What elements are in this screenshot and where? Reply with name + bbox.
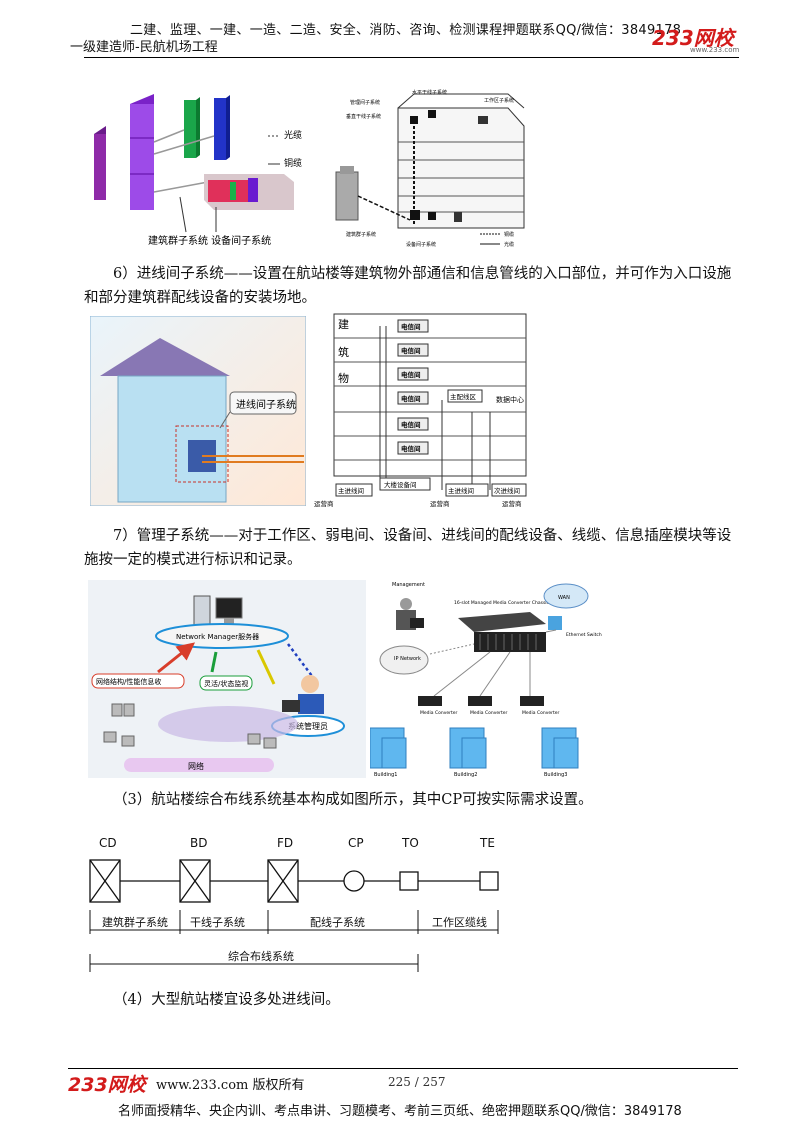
svg-text:WAN: WAN (558, 595, 570, 601)
svg-text:Ethernet Switch: Ethernet Switch (566, 632, 602, 638)
node-te: TE (479, 836, 495, 850)
svg-text:运营商: 运营商 (430, 499, 450, 508)
figure-building-cabling: 光缆 铜缆 建筑群子系统 设备间子系统 (88, 82, 320, 252)
header-logo-url: www.233.com (690, 46, 740, 54)
svg-text:建筑群子系统: 建筑群子系统 (346, 231, 376, 238)
svg-text:建: 建 (338, 317, 349, 331)
svg-text:Building2: Building2 (454, 772, 477, 778)
label-copper: 铜缆 (284, 157, 302, 169)
svg-text:筑: 筑 (338, 345, 349, 359)
svg-text:数据中心: 数据中心 (496, 395, 524, 404)
svg-text:电信间: 电信间 (401, 322, 421, 331)
svg-text:Media Converter: Media Converter (470, 710, 508, 716)
overall-system: 综合布线系统 (228, 949, 294, 963)
segment-campus: 建筑群子系统 (102, 915, 168, 929)
svg-text:水平干线子系统: 水平干线子系统 (412, 89, 447, 96)
svg-text:网络: 网络 (188, 761, 204, 771)
svg-text:运营商: 运营商 (502, 499, 522, 508)
paragraph-entrance-note: （4）大型航站楼宜设多处进线间。 (113, 992, 340, 1008)
svg-text:主配线区: 主配线区 (450, 392, 477, 401)
svg-text:Media Converter: Media Converter (420, 710, 458, 716)
figure1-caption: 建筑群子系统 设备间子系统 (148, 234, 271, 247)
outside-tower (335, 166, 359, 221)
segment-work-area: 工作区缆线 (432, 915, 487, 929)
purple-cabinet-left (94, 126, 106, 200)
node-to: TO (401, 836, 419, 850)
figure-network-management: Network Manager服务器 网络结构/性能信息收 灵活/状态监视 系统… (88, 580, 366, 778)
paragraph-management-subsystem: 7）管理子系统——对于工作区、弱电间、设备间、进线间的配线设备、线缆、信息插座模… (84, 528, 732, 568)
footer-divider (68, 1068, 738, 1069)
header-contact-line: 二建、监理、一建、一造、二造、安全、消防、咨询、检测课程押题联系QQ/微信：38… (130, 23, 682, 38)
footer-page-number: 225 / 257 (388, 1075, 446, 1089)
svg-text:电信间: 电信间 (401, 394, 421, 403)
svg-text:电信间: 电信间 (401, 346, 421, 355)
header-subtitle: 一级建造师-民航机场工程 (70, 40, 218, 55)
svg-text:Building3: Building3 (544, 772, 567, 778)
svg-text:主进线间: 主进线间 (338, 486, 364, 495)
figure-building-section: 水平干线子系统 管理间子系统 工作区子系统 垂直干线子系统 建筑群子系统 设备间… (328, 86, 534, 252)
svg-text:物: 物 (338, 371, 349, 385)
figure-entrance-schematic: 建 筑 物 电信间 电信间 电信间 电信间 电信间 电信间 主配线区 数据中心 … (312, 312, 530, 510)
svg-text:管理间子系统: 管理间子系统 (350, 99, 380, 106)
svg-text:设备间子系统: 设备间子系统 (406, 241, 436, 248)
entrance-room-label: 进线间子系统 (236, 398, 296, 411)
figure-media-converter: Management 16-slot Managed Media Convert… (370, 578, 614, 782)
server-icon (193, 595, 243, 627)
svg-text:工作区子系统: 工作区子系统 (484, 97, 514, 104)
label-optical: 光缆 (284, 129, 302, 141)
purple-cabinet-center (130, 94, 154, 210)
svg-text:次进线间: 次进线间 (494, 486, 520, 495)
svg-text:主进线间: 主进线间 (448, 486, 474, 495)
footer-contact-line: 名师面授精华、央企内训、考点串讲、习题模考、考前三页纸、绝密押题联系QQ/微信：… (118, 1104, 682, 1119)
svg-text:系统管理员: 系统管理员 (288, 721, 328, 731)
svg-text:Building1: Building1 (374, 772, 397, 778)
house-roof (100, 338, 230, 376)
header-divider (84, 57, 739, 58)
node-cd: CD (99, 836, 117, 850)
node-bd: BD (190, 836, 207, 850)
svg-text:Media Converter: Media Converter (522, 710, 560, 716)
node-cp: CP (348, 836, 364, 850)
blue-cabinet (214, 95, 230, 160)
svg-text:大楼设备间: 大楼设备间 (384, 480, 417, 489)
node-fd: FD (277, 836, 293, 850)
svg-text:Management: Management (392, 582, 425, 588)
svg-text:电信间: 电信间 (401, 370, 421, 379)
paragraph-structure-note: （3）航站楼综合布线系统基本构成如图所示，其中CP可按实际需求设置。 (113, 792, 593, 808)
svg-text:运营商: 运营商 (314, 499, 334, 508)
green-cabinet (184, 97, 200, 158)
svg-text:16-slot Managed Media Converte: 16-slot Managed Media Converter Chassis (454, 600, 550, 606)
figure-entrance-room-house: 进线间子系统 (90, 316, 306, 506)
admin-person (282, 675, 324, 714)
house-wall (117, 375, 227, 503)
server-label: Network Manager服务器 (176, 632, 259, 641)
header-logo: 233网校 (652, 26, 734, 50)
paragraph-entrance-subsystem: 6）进线间子系统——设置在航站楼等建筑物外部通信和信息管线的入口部位，并可作为入… (84, 266, 732, 306)
svg-text:电信间: 电信间 (401, 420, 421, 429)
segment-backbone: 干线子系统 (190, 915, 245, 929)
segment-horizontal: 配线子系统 (310, 915, 365, 929)
management-person (396, 598, 424, 630)
svg-text:光缆: 光缆 (504, 241, 514, 248)
svg-text:网络结构/性能信息收: 网络结构/性能信息收 (96, 677, 161, 686)
equipment-room (204, 174, 294, 210)
footer-logo: 233网校 (68, 1074, 146, 1096)
svg-text:灵活/状态监视: 灵活/状态监视 (204, 679, 248, 688)
footer-copyright: www.233.com 版权所有 (156, 1078, 305, 1093)
svg-text:IP Network: IP Network (394, 656, 421, 662)
svg-text:铜缆: 铜缆 (504, 231, 514, 238)
svg-text:垂直干线子系统: 垂直干线子系统 (346, 113, 381, 120)
figure-cabling-structure: CD BD FD CP TO TE 建筑群子系统 干线子系统 配线子系统 工作区… (89, 836, 499, 972)
svg-text:电信间: 电信间 (401, 444, 421, 453)
